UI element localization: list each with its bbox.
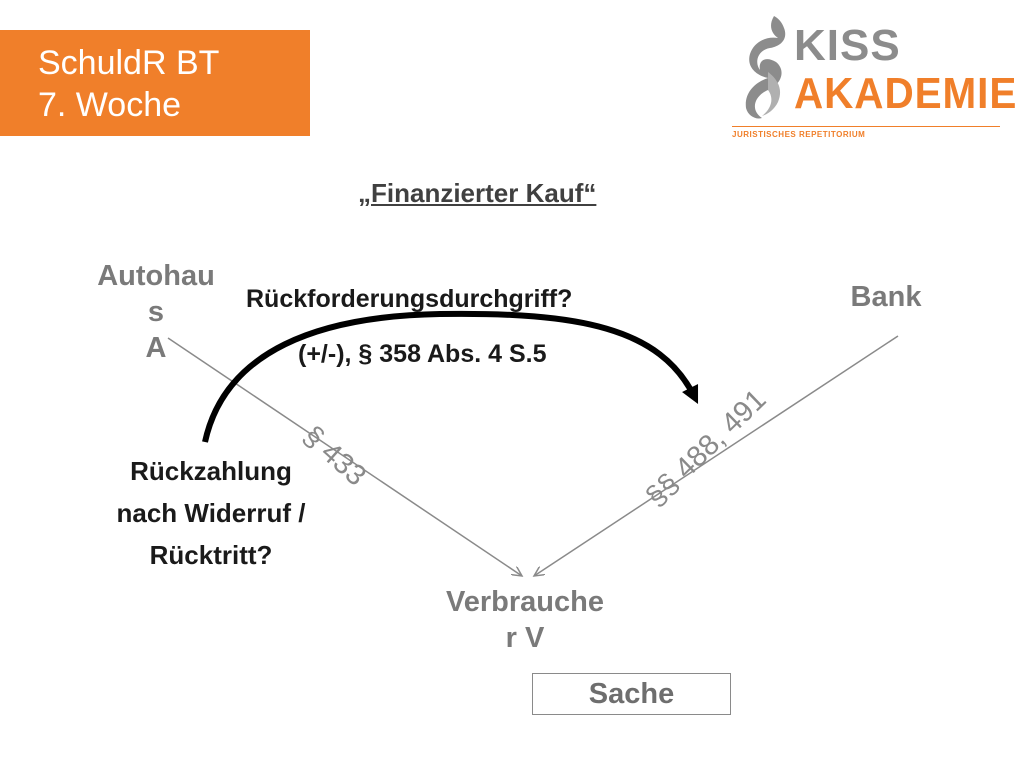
question-durchgriff: Rückforderungsdurchgriff? — [246, 285, 573, 313]
party-verbraucher: Verbrauche r V — [430, 584, 620, 656]
party-autohaus-line1: Autohau — [97, 260, 215, 292]
question-rueckzahlung-line2: nach Widerruf / — [116, 498, 306, 528]
week-label: 7. Woche — [38, 86, 182, 124]
party-verbraucher-line1: Verbrauche — [446, 586, 604, 618]
party-bank: Bank — [850, 281, 922, 313]
line-bank-to-verbraucher — [534, 335, 899, 576]
diagram-heading: „Finanzierter Kauf“ — [358, 178, 597, 208]
logo-word-kiss: KISS — [794, 21, 901, 70]
sache-box: Sache — [532, 673, 731, 715]
party-autohaus-line3: A — [145, 332, 167, 364]
question-rueckzahlung-line3: Rücktritt? — [149, 540, 273, 570]
course-title: SchuldR BT — [38, 44, 220, 82]
logo-subtitle: JURISTISCHES REPETITORIUM — [732, 130, 866, 139]
party-autohaus-line2: s — [147, 296, 165, 328]
line-autohaus-to-verbraucher — [167, 337, 522, 576]
question-rueckzahlung: Rückzahlung nach Widerruf / Rücktritt? — [66, 450, 356, 576]
kiss-akademie-logo: KISS AKADEMIE JURISTISCHES REPETITORIUM — [728, 12, 1016, 142]
logo-word-akademie: AKADEMIE — [794, 69, 1018, 118]
question-paragraph: (+/-), § 358 Abs. 4 S.5 — [298, 340, 547, 368]
logo-divider — [732, 126, 1000, 127]
phoenix-logo-icon — [745, 16, 786, 119]
durchgriff-arrow — [202, 310, 699, 443]
question-rueckzahlung-line1: Rückzahlung — [130, 456, 292, 486]
slide-title-box: SchuldR BT 7. Woche — [0, 30, 310, 136]
party-verbraucher-line2: r V — [505, 622, 545, 654]
party-autohaus: Autohau s A — [86, 258, 226, 366]
